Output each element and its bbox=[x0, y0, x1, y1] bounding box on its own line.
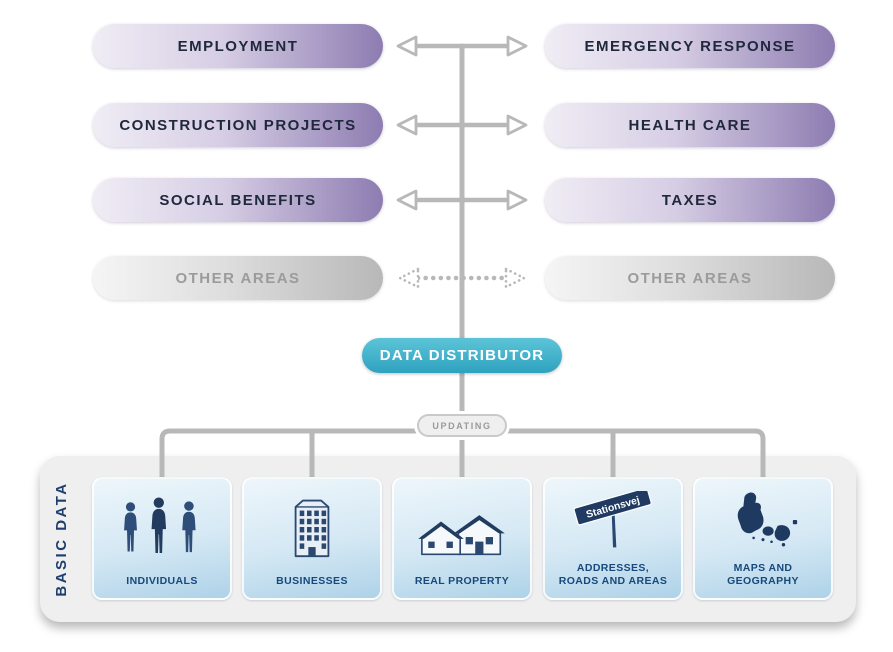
bidirectional-arrow-row-3 bbox=[396, 189, 528, 211]
people-icon bbox=[94, 479, 230, 575]
basic-data-box-maps: MAPS AND GEOGRAPHY bbox=[693, 477, 833, 600]
basic-data-title: BASIC DATA bbox=[53, 481, 70, 597]
basic-data-label-maps: MAPS AND GEOGRAPHY bbox=[727, 561, 799, 588]
basic-data-label-addresses: ADDRESSES, ROADS AND AREAS bbox=[558, 561, 668, 588]
bidirectional-arrow-row-2 bbox=[396, 114, 528, 136]
basic-data-box-addresses: Stationsvej ADDRESSES, ROADS AND AREAS bbox=[543, 477, 683, 600]
basic-data-box-individuals: INDIVIDUALS bbox=[92, 477, 232, 600]
basic-data-box-real-property: REAL PROPERTY bbox=[392, 477, 532, 600]
pill-other-areas-right: OTHER AREAS bbox=[545, 256, 835, 300]
basic-data-box-businesses: BUSINESSES bbox=[242, 477, 382, 600]
pill-emergency-response: EMERGENCY RESPONSE bbox=[545, 24, 835, 68]
houses-icon bbox=[394, 479, 530, 575]
pill-employment: EMPLOYMENT bbox=[93, 24, 383, 68]
denmark-map-icon bbox=[695, 479, 831, 562]
pill-social-benefits: SOCIAL BENEFITS bbox=[93, 178, 383, 222]
pill-health-care: HEALTH CARE bbox=[545, 103, 835, 147]
pill-construction-projects: CONSTRUCTION PROJECTS bbox=[93, 103, 383, 147]
basic-data-label-businesses: BUSINESSES bbox=[276, 575, 348, 588]
pill-other-areas-left: OTHER AREAS bbox=[93, 256, 383, 300]
bidirectional-arrow-row-1 bbox=[396, 35, 528, 57]
updating-node: UPDATING bbox=[417, 414, 507, 437]
pill-taxes: TAXES bbox=[545, 178, 835, 222]
street-sign-icon: Stationsvej bbox=[545, 479, 681, 562]
building-icon bbox=[244, 479, 380, 575]
bidirectional-arrow-row-4-dotted bbox=[398, 267, 526, 289]
basic-data-label-individuals: INDIVIDUALS bbox=[126, 575, 198, 588]
basic-data-label-real-property: REAL PROPERTY bbox=[414, 575, 510, 588]
data-distributor-node: DATA DISTRIBUTOR bbox=[362, 338, 562, 373]
